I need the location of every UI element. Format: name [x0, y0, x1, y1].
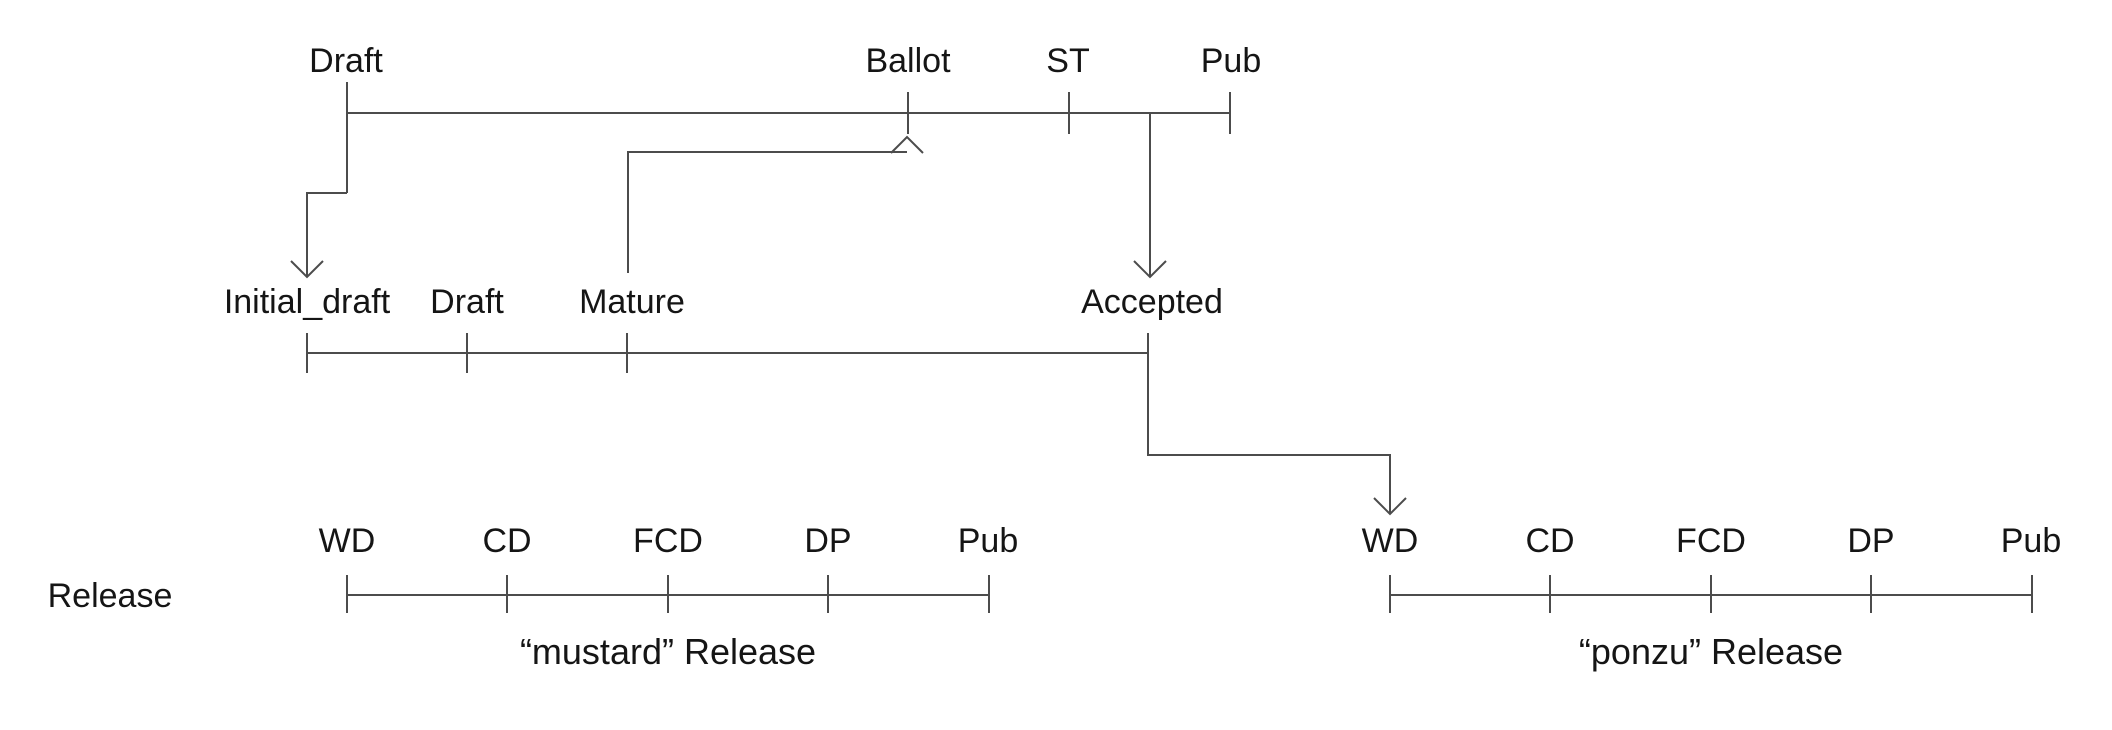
mustard-release-caption: “mustard” Release [520, 631, 816, 672]
label-standard-st: ST [1046, 42, 1089, 80]
label-standard-pub: Pub [1201, 42, 1262, 80]
connectors [290, 113, 1407, 516]
label-document-draft: Draft [430, 283, 504, 321]
ponzu-release-timeline: WD CD FCD DP Pub “ponzu” Release [1362, 522, 2062, 672]
label-document-initial-draft: Initial_draft [224, 283, 391, 321]
mustard-release-timeline: WD CD FCD DP Pub “mustard” Release [319, 522, 1019, 672]
down-arrowhead-initial-draft [290, 260, 324, 279]
label-mustard-dp: DP [804, 522, 851, 560]
label-standard-draft: Draft [309, 42, 383, 80]
label-mustard-fcd: FCD [633, 522, 703, 560]
down-arrowhead-accepted [1133, 260, 1167, 279]
label-document-mature: Mature [579, 283, 685, 321]
connector-accepted-to-ponzu-wd [1147, 333, 1391, 514]
label-mustard-pub: Pub [958, 522, 1019, 560]
label-mustard-wd: WD [319, 522, 376, 560]
document-track-timeline: Initial_draft Draft Mature Accepted [224, 283, 1223, 373]
connector-mature-to-ballot [627, 151, 907, 273]
down-arrowhead-ponzu-wd [1373, 497, 1407, 516]
release-axis-label: Release [48, 577, 173, 615]
label-ponzu-cd: CD [1525, 522, 1574, 560]
connector-draft-to-initial-draft [306, 192, 347, 277]
label-ponzu-fcd: FCD [1676, 522, 1746, 560]
ponzu-release-caption: “ponzu” Release [1579, 631, 1843, 672]
label-ponzu-dp: DP [1847, 522, 1894, 560]
label-standard-ballot: Ballot [865, 42, 951, 80]
label-document-accepted: Accepted [1081, 283, 1223, 321]
standard-track-timeline: Draft Ballot ST Pub [309, 42, 1261, 193]
up-arrowhead-ballot [890, 135, 924, 154]
label-ponzu-pub: Pub [2001, 522, 2062, 560]
label-mustard-cd: CD [482, 522, 531, 560]
label-ponzu-wd: WD [1362, 522, 1419, 560]
